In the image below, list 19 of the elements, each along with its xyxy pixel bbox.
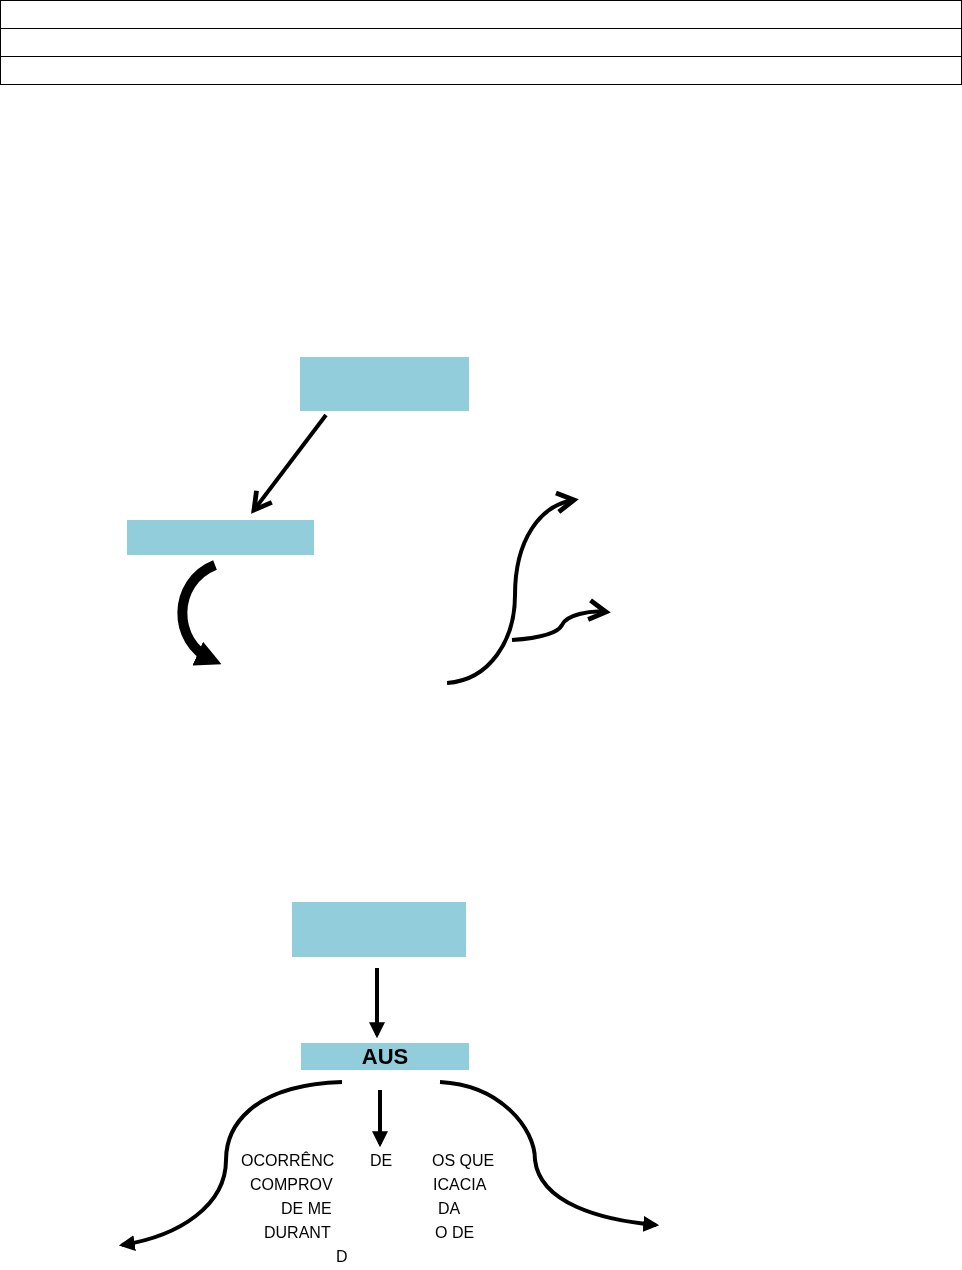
label-text: DURANT xyxy=(264,1223,331,1243)
arrow xyxy=(439,1080,660,1232)
label-text: O DE xyxy=(435,1223,475,1243)
label-text: OS QUE xyxy=(432,1151,495,1171)
process-box xyxy=(292,902,466,957)
label-text: DE ME xyxy=(281,1199,332,1219)
process-box xyxy=(127,520,314,555)
label-text: OCORRÊNC xyxy=(241,1151,335,1171)
node-text: DE xyxy=(366,1151,396,1171)
label-text: COMPROV xyxy=(250,1175,333,1195)
label-text: ICACIA xyxy=(433,1175,487,1195)
arrow xyxy=(118,1080,343,1251)
label-text: D xyxy=(336,1247,348,1267)
label-text: DA xyxy=(438,1199,461,1219)
process-box: AUS xyxy=(301,1043,469,1070)
arrow xyxy=(251,413,328,513)
arrow xyxy=(369,968,385,1039)
process-box xyxy=(300,357,469,411)
arrow xyxy=(372,1090,388,1148)
